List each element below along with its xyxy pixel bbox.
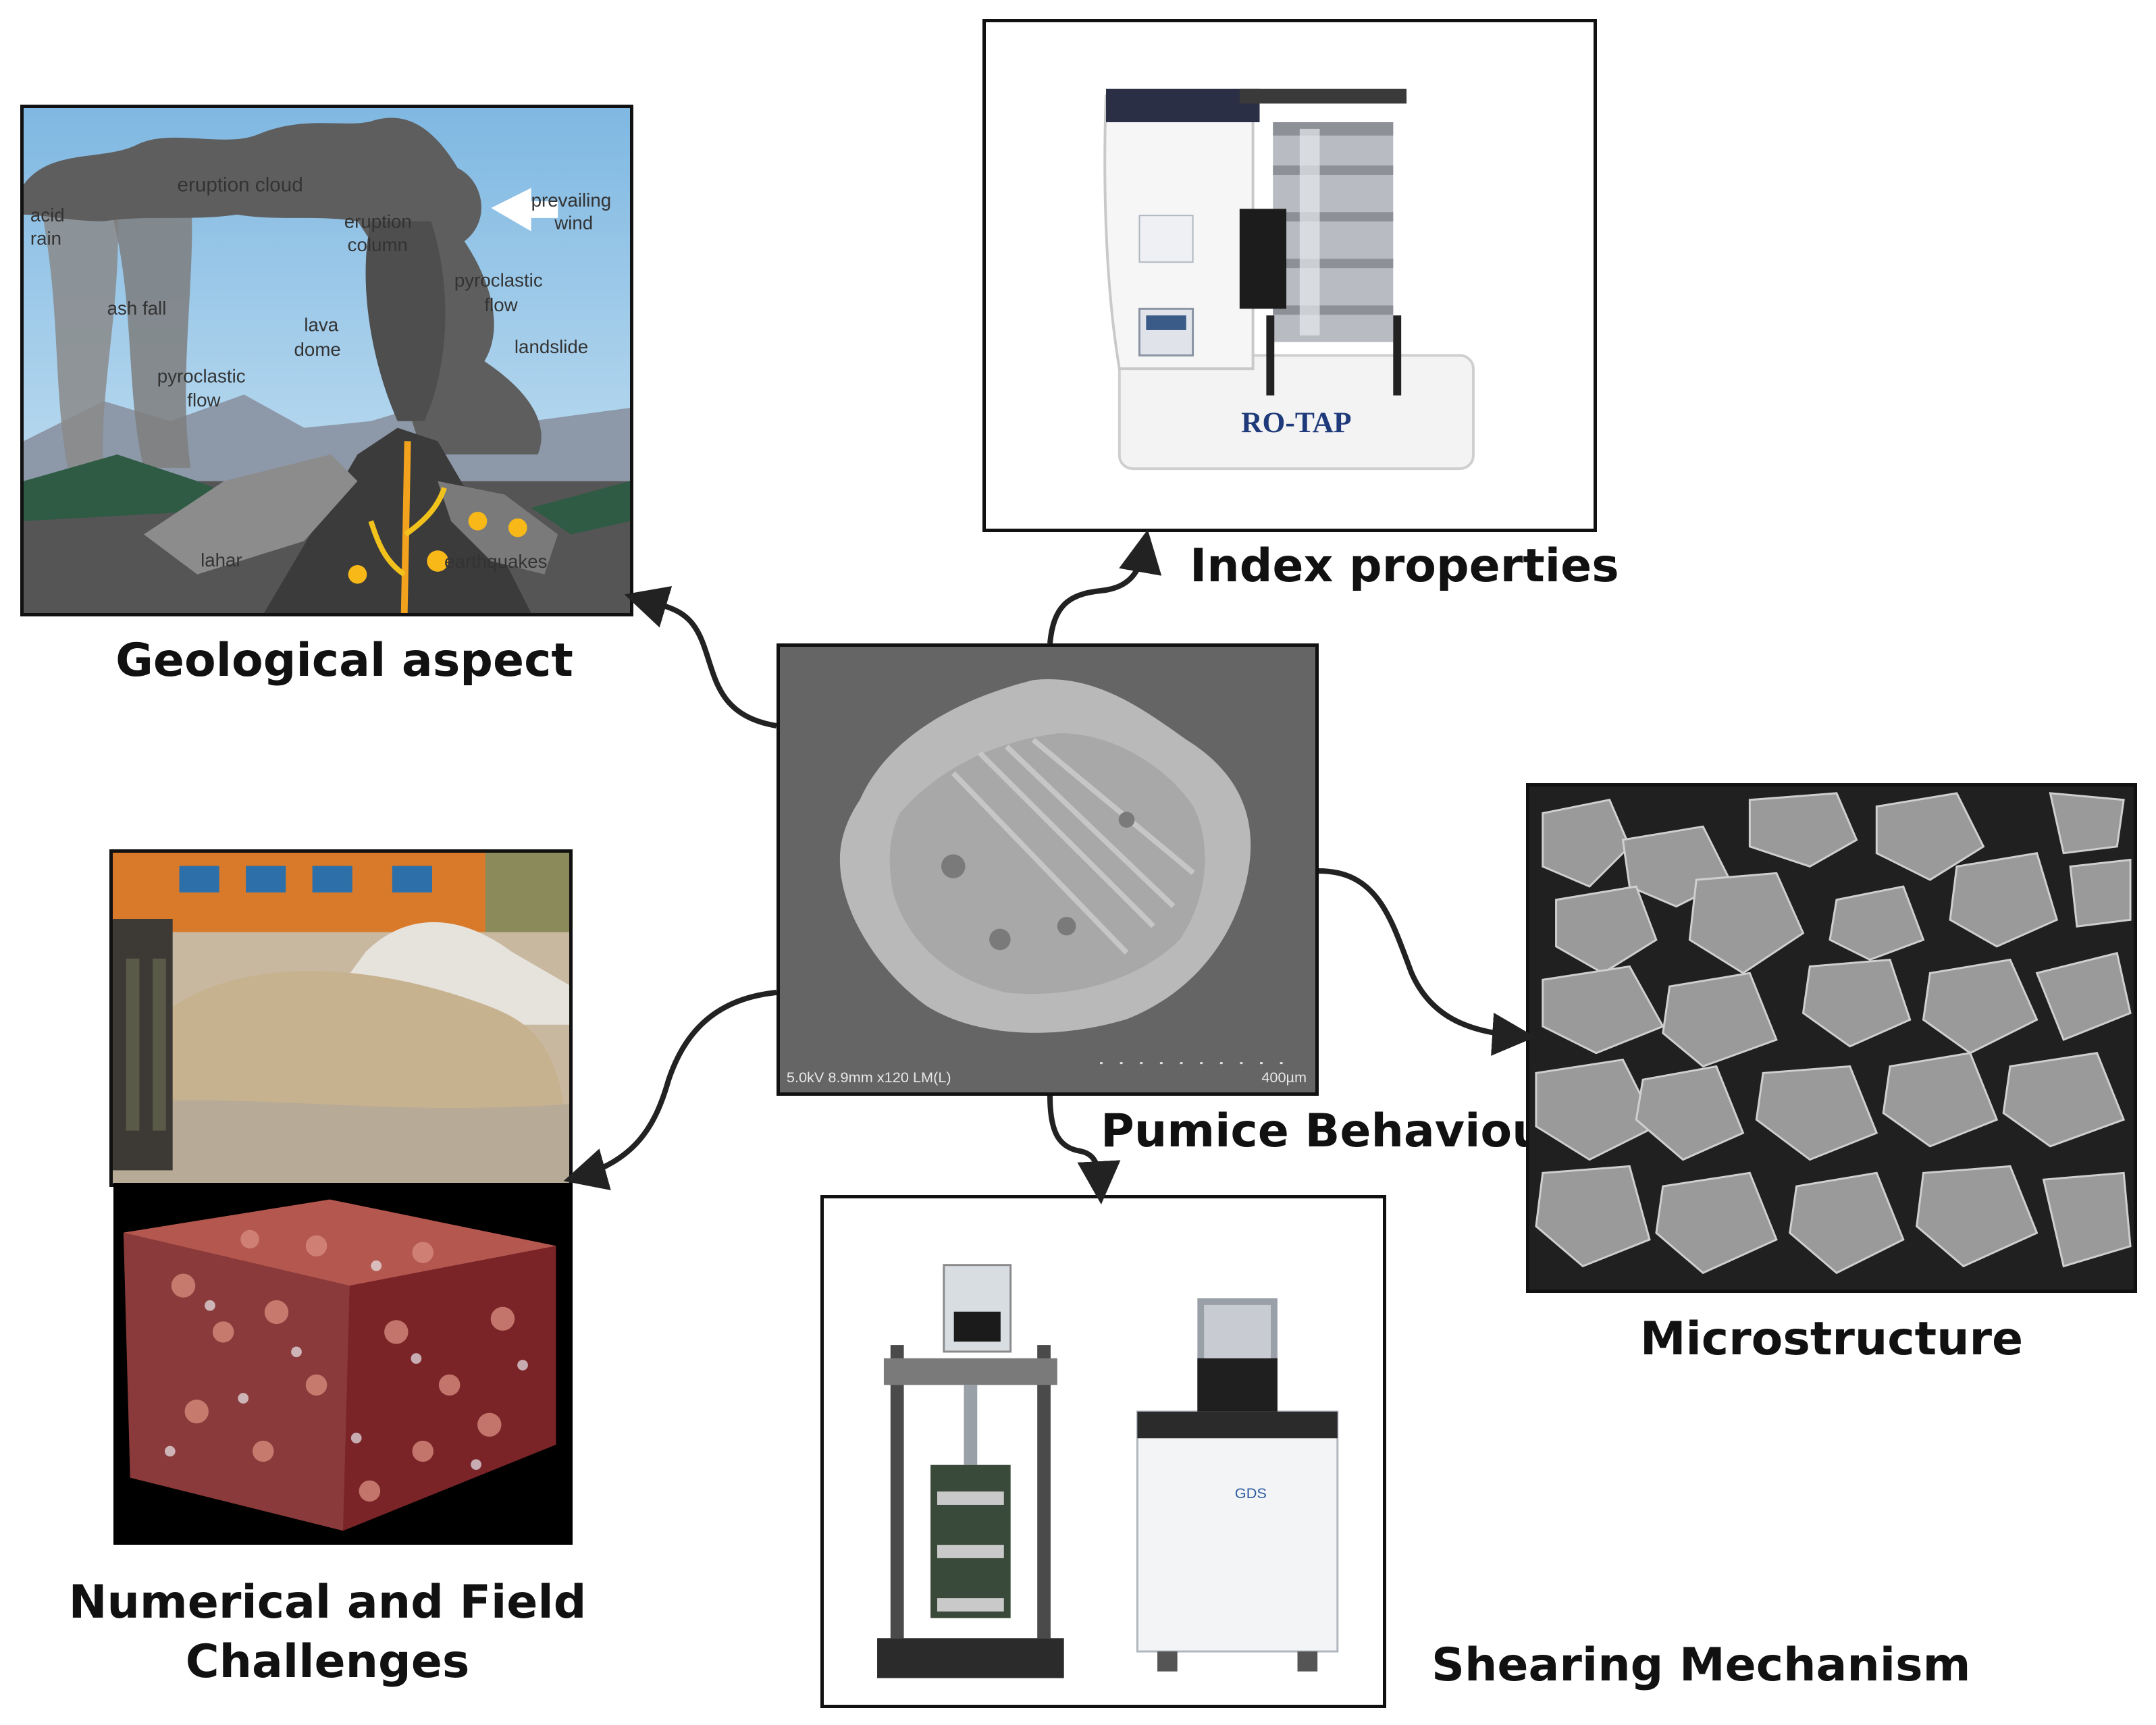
label-earthquakes: earthquakes [444,551,547,572]
label-flow-right: flow [484,294,518,315]
caption-index-properties: Index properties [1190,539,1619,593]
label-pyroclastic-left: pyroclastic [157,366,246,387]
sieve-shaker-image: RO-TAP [986,22,1594,529]
label-eruption: eruption [344,211,412,232]
rotap-brand-label: RO-TAP [1241,406,1352,439]
volcano-diagram: eruption cloud acid rain prevailing wind… [24,108,630,613]
sem-acquisition-label: 5.0kV 8.9mm x120 LM(L) [787,1069,951,1086]
label-pyroclastic-right: pyroclastic [454,269,543,290]
label-column: column [348,234,408,255]
label-dome: dome [294,339,341,360]
sem-scale-label: 400µm [1261,1069,1307,1086]
caption-shearing-mechanism: Shearing Mechanism [1431,1639,1971,1692]
label-lava: lava [304,315,338,336]
label-acid: acid [30,205,65,225]
gds-badge-label: GDS [1235,1485,1267,1502]
shearing-mechanism-panel: GDS [820,1195,1386,1708]
arrow-to-index [1047,529,1162,644]
pumice-sem-panel: 5.0kV 8.9mm x120 LM(L) 400µm [777,643,1319,1096]
label-wind: wind [554,213,593,234]
arrow-to-geological [624,586,777,728]
pumice-grains-sem-image [1529,787,2134,1290]
caption-microstructure: Microstructure [1639,1312,2024,1366]
arrow-to-numerical [563,990,777,1190]
particle-model-render [117,1186,569,1541]
geological-aspect-panel: eruption cloud acid rain prevailing wind… [20,105,633,616]
triaxial-apparatus-image: GDS [824,1198,1383,1705]
caption-numerical-line1: Numerical and Field [68,1576,587,1629]
pumice-particle-sem-image: 5.0kV 8.9mm x120 LM(L) 400µm [780,647,1315,1092]
microstructure-panel [1526,783,2137,1293]
pumice-deposit-photo [113,853,569,1184]
label-rain: rain [30,228,61,248]
label-landslide: landslide [515,336,588,357]
arrow-to-microstructure [1318,868,1535,1056]
field-photo-panel [109,849,573,1187]
label-prevailing: prevailing [531,190,612,211]
label-eruption-cloud: eruption cloud [177,174,303,196]
caption-numerical-line2: Challenges [185,1635,470,1689]
label-lahar: lahar [201,550,242,570]
arrow-to-shearing [1047,1095,1121,1204]
label-ash-fall: ash fall [107,298,167,319]
caption-geological-aspect: Geological aspect [115,634,573,687]
index-properties-panel: RO-TAP [982,19,1597,532]
numerical-model-panel [113,1183,573,1545]
label-flow-left: flow [187,390,221,410]
caption-pumice-behaviour: Pumice Behaviour [1101,1105,1568,1158]
